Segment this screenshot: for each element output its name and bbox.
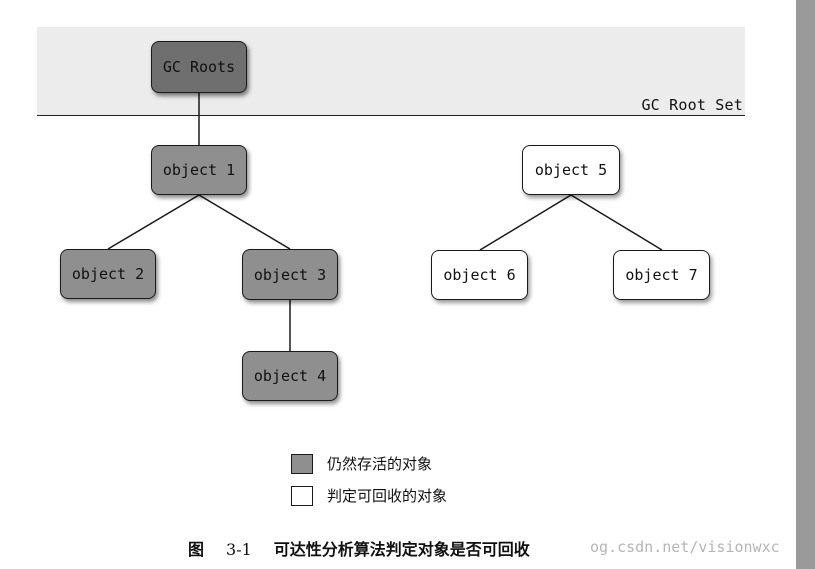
node-object-6-label: object 6 (443, 266, 516, 284)
node-object-3-label: object 3 (253, 265, 327, 284)
node-gc-roots-label: GC Roots (162, 58, 236, 76)
caption-title: 可达性分析算法判定对象是否可回收 (273, 540, 530, 559)
caption-figure-word: 图 (188, 540, 205, 559)
right-edge-bar (796, 0, 815, 569)
node-object-3: object 3 (242, 249, 338, 300)
gc-root-set-boundary-line (37, 115, 745, 116)
legend-label-collectable: 判定可回收的对象 (327, 487, 448, 505)
edge-object-1-to-object-3 (198, 194, 291, 250)
legend-swatch-reachable (291, 453, 313, 474)
node-object-7: object 7 (613, 250, 710, 300)
node-object-2-label: object 2 (71, 265, 145, 283)
node-object-2: object 2 (60, 249, 156, 299)
node-object-6: object 6 (431, 250, 528, 300)
edge-object-5-to-object-6 (479, 194, 572, 251)
legend-item-collectable: 判定可回收的对象 (291, 485, 447, 506)
edge-object-5-to-object-7 (570, 194, 663, 251)
watermark: og.csdn.net/visionwxc (590, 538, 780, 556)
edge-object-1-to-object-2 (107, 194, 200, 250)
node-object-1: object 1 (151, 145, 247, 195)
node-object-4: object 4 (242, 351, 338, 401)
legend-item-reachable: 仍然存活的对象 (291, 453, 432, 474)
figure-caption: 图 3-1 可达性分析算法判定对象是否可回收 (188, 536, 530, 560)
node-object-7-label: object 7 (625, 266, 698, 284)
node-object-4-label: object 4 (253, 367, 327, 385)
node-object-1-label: object 1 (162, 161, 236, 179)
node-object-5-label: object 5 (534, 161, 608, 179)
node-object-5: object 5 (522, 145, 620, 195)
caption-figure-number: 3-1 (226, 540, 252, 559)
legend-swatch-collectable (291, 485, 313, 506)
legend-label-reachable: 仍然存活的对象 (327, 455, 433, 473)
node-gc-roots: GC Roots (151, 41, 247, 93)
gc-root-set-label: GC Root Set (641, 96, 743, 114)
